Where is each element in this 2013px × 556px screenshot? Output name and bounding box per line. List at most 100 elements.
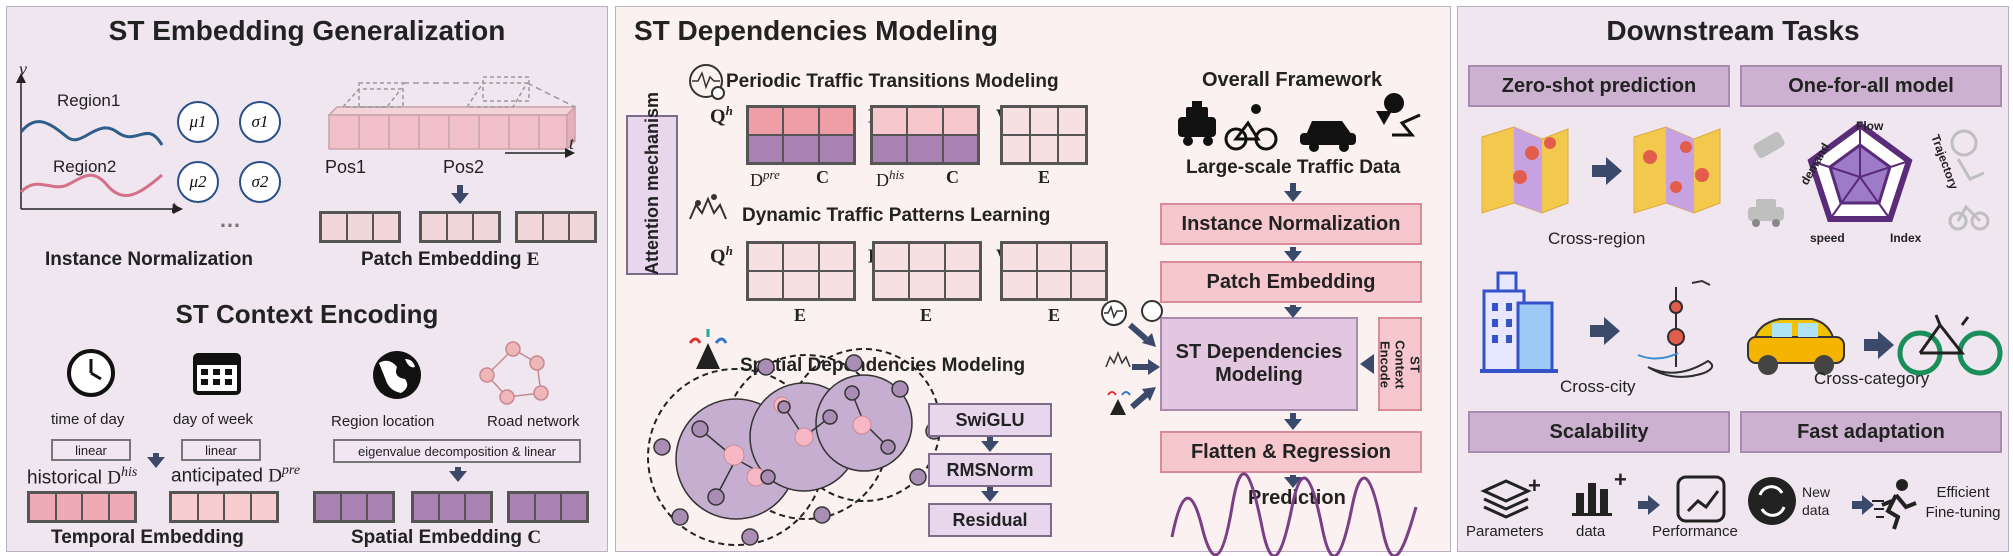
spatial-title: Spatial Dependencies Modeling [740, 355, 1026, 376]
anticipated-label: anticipated Dpre [171, 463, 301, 487]
c-label: C [946, 167, 959, 187]
panel-title: ST Dependencies Modeling [633, 15, 999, 46]
down-arrow [1284, 477, 1302, 488]
ellipsis: … [219, 207, 241, 232]
down-arrow [1284, 307, 1302, 318]
q-periodic-matrix [746, 105, 856, 165]
context-icons [67, 341, 549, 405]
panel-title: ST Embedding Generalization [108, 15, 506, 46]
arrow-shaft [987, 437, 993, 443]
arrow-shaft [153, 453, 159, 459]
st-dependencies-panel: ST Dependencies Modeling Attention mecha… [615, 6, 1451, 556]
dhis-label: Dhis [876, 167, 905, 190]
overall-framework-title: Overall Framework [1202, 69, 1383, 91]
plus-sign: + [1528, 473, 1541, 498]
historical-grid [27, 491, 137, 523]
historical-label: historical Dhis [27, 465, 138, 489]
k-periodic-matrix [870, 105, 980, 165]
spatial-grid [313, 491, 395, 523]
cross-region-label: Cross-region [1548, 229, 1646, 248]
patch-axis-t-label: t [569, 133, 575, 153]
e-label: E [920, 305, 933, 325]
spatial-grid [411, 491, 493, 523]
input-icons [1101, 300, 1163, 415]
fast-adaptation-header: Fast adaptation [1740, 411, 2002, 453]
region1-label: Region1 [57, 91, 121, 110]
swiglu-box: SwiGLU [928, 403, 1052, 437]
new-data-label: New data [1802, 484, 1831, 518]
anticipated-grid [169, 491, 279, 523]
spatial-embedding-label: Spatial Embedding C [351, 527, 542, 548]
e-label: E [1038, 167, 1051, 187]
speed-label: speed [1810, 231, 1845, 245]
flow-label: Flow [1856, 119, 1884, 133]
pos2-label: Pos2 [443, 157, 485, 177]
pos1-label: Pos1 [325, 157, 367, 177]
sigma2-node: σ2 [239, 161, 281, 203]
patch-embedding-label: Patch Embedding E [361, 249, 540, 270]
performance-label: Performance [1652, 523, 1738, 540]
region-location-label: Region location [331, 413, 435, 430]
efficient-finetuning-label: Efficient Fine-tuning [1925, 484, 2001, 521]
day-of-week-label: day of week [173, 411, 254, 428]
v-periodic-matrix [1000, 105, 1088, 165]
mu2-node: μ2 [177, 161, 219, 203]
q-label: Qh [710, 243, 733, 268]
index-label: Index [1890, 231, 1922, 245]
prediction-label: Prediction [1248, 487, 1346, 509]
scalability-header: Scalability [1468, 411, 1730, 453]
bottom-icons [1480, 475, 1917, 530]
one-for-all-header: One-for-all model [1740, 65, 2002, 107]
arrow-shaft [455, 467, 461, 473]
spatial-grid [507, 491, 589, 523]
down-arrow [451, 193, 469, 204]
zero-shot-header: Zero-shot prediction [1468, 65, 1730, 107]
q-label: Qh [710, 103, 733, 128]
st-embedding-panel: ST Embedding Generalization v t Region1 … [6, 6, 608, 552]
arrow-shaft [1290, 183, 1296, 193]
large-scale-label: Large-scale Traffic Data [1186, 157, 1401, 178]
data-label: data [1576, 523, 1606, 540]
region2-label: Region2 [53, 157, 117, 176]
section-icons [688, 64, 728, 369]
arrow-shaft [1290, 247, 1296, 253]
down-arrow [1284, 251, 1302, 262]
downstream-tasks-panel: Downstream Tasks Zero-shot prediction On… [1457, 6, 2009, 552]
attention-mechanism-box: Attention mechanism [626, 92, 678, 275]
patch-embedding-block: Patch Embedding [1160, 261, 1422, 303]
arrow-shaft [457, 185, 463, 193]
dpre-label: Dpre [750, 167, 780, 190]
plus-sign: + [1614, 467, 1627, 492]
k-dynamic-matrix [872, 241, 982, 301]
panel-title: Downstream Tasks [1606, 15, 1860, 46]
down-arrow [1284, 419, 1302, 430]
instance-norm-block: Instance Normalization [1160, 203, 1422, 245]
temporal-embedding-label: Temporal Embedding [51, 527, 244, 548]
arrow-shaft [1290, 413, 1296, 421]
q-dynamic-matrix [746, 241, 856, 301]
map-icon [1481, 126, 1569, 214]
cross-category-label: Cross-category [1814, 369, 1930, 388]
e-label: E [794, 305, 807, 325]
mu1-node: μ1 [177, 101, 219, 143]
downstream-illustrations [1480, 121, 2003, 378]
cross-city-label: Cross-city [1560, 377, 1636, 396]
axis-v-label: v [19, 59, 27, 79]
parameters-label: Parameters [1466, 523, 1544, 540]
v-dynamic-matrix [1000, 241, 1108, 301]
down-arrow [449, 471, 467, 482]
patch-grid [419, 211, 501, 243]
periodic-title: Periodic Traffic Transitions Modeling [726, 71, 1059, 92]
linear-box: linear [181, 439, 261, 461]
st-dependencies-block: ST Dependencies Modeling [1160, 317, 1358, 411]
time-series-sketch [16, 73, 183, 214]
time-of-day-label: time of day [51, 411, 125, 428]
context-title: ST Context Encoding [175, 299, 439, 329]
sigma1-node: σ1 [239, 101, 281, 143]
axis-t-label: t [171, 197, 177, 217]
c-label: C [816, 167, 829, 187]
patch-grid [319, 211, 401, 243]
st-context-encode-block: ST Context Encode [1378, 317, 1423, 411]
prediction-wave [1170, 472, 1418, 556]
road-network-label: Road network [487, 413, 580, 430]
